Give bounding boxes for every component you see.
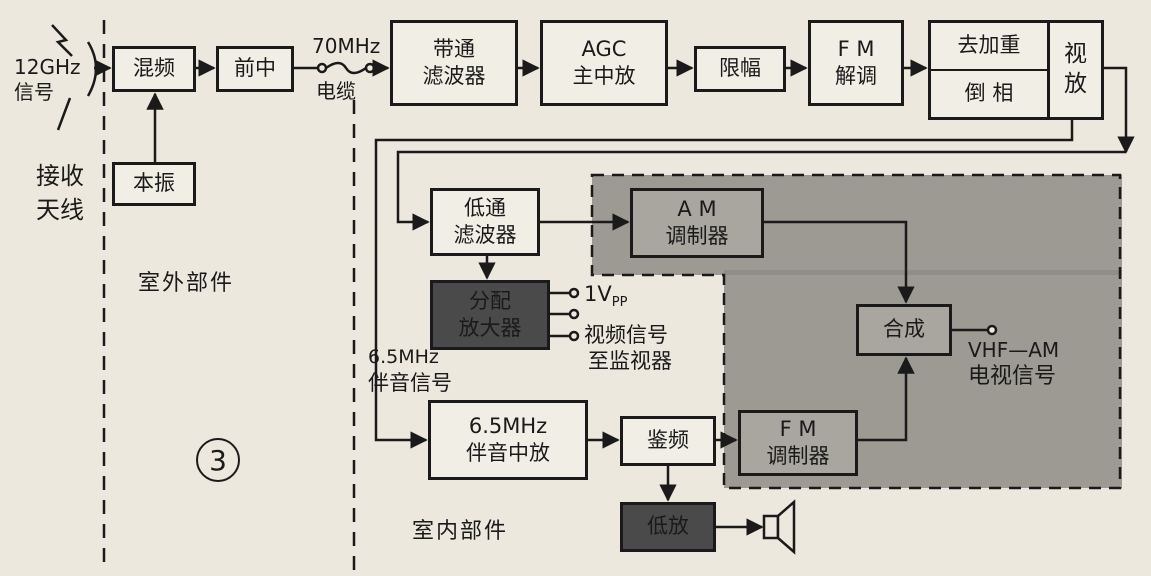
- modulator-dashed-border: [590, 173, 1122, 490]
- discrim-label: 鉴频: [647, 428, 689, 453]
- invert-label: 倒 相: [964, 81, 1014, 106]
- video-amp-block: 视 放: [1047, 20, 1104, 120]
- fm-modulator-block: F M 调制器: [738, 410, 858, 476]
- deemph-invert-block: 去加重 倒 相: [928, 20, 1050, 120]
- signal-freq: 12GHz: [14, 55, 81, 79]
- antenna-line1: 接收: [36, 162, 84, 190]
- audio-amp-block: 低放: [620, 502, 716, 552]
- mixer-label: 混频: [133, 56, 175, 81]
- fm-demod-block: F M 解调: [808, 20, 904, 106]
- speaker-icon: [762, 514, 780, 540]
- vpp-label: 1VPP: [584, 281, 627, 311]
- limiter-label: 限幅: [719, 56, 761, 81]
- vhf-out-label: VHF—AM 电视信号: [968, 338, 1059, 391]
- am-mod-line2: 调制器: [665, 224, 729, 248]
- fm-demod-line2: 解调: [835, 64, 877, 88]
- combiner-block: 合成: [856, 304, 952, 356]
- dist-amp-line1: 分配: [469, 288, 511, 313]
- dist-amp-line2: 放大器: [458, 316, 522, 340]
- invert-cell: 倒 相: [931, 71, 1047, 117]
- antenna-label: 接收 天线: [36, 160, 84, 227]
- lowpass-line1: 低通: [464, 195, 506, 220]
- signal-label: 12GHz 信号: [14, 55, 80, 105]
- video-amp-line2: 放: [1064, 71, 1087, 97]
- pre-if-label: 前中: [234, 56, 276, 81]
- antenna-lightning: [51, 24, 73, 57]
- audio-if-line1: 6.5MHz: [468, 413, 548, 438]
- cable-freq: 70MHz: [312, 34, 381, 58]
- video-out-label: 视频信号 至监视器: [584, 322, 672, 375]
- cable-word: 电缆: [316, 79, 356, 103]
- deemph-label: 去加重: [957, 33, 1021, 58]
- audio-signal-label: 6.5MHz 伴音信号: [368, 346, 452, 396]
- am-modulator-block: A M 调制器: [630, 188, 764, 258]
- video-amp-line1: 视: [1064, 41, 1087, 68]
- distribution-amp-block: 分配 放大器: [430, 280, 550, 350]
- fm-demod-line1: F M: [837, 36, 875, 61]
- agc-main-if-block: AGC 主中放: [540, 20, 668, 106]
- indoor-section-label: 室内部件: [412, 519, 509, 544]
- deemph-cell: 去加重: [931, 23, 1047, 71]
- video-out-line2: 至监视器: [588, 349, 672, 374]
- bandpass-line2: 滤波器: [422, 64, 486, 88]
- figure-number: 3: [196, 438, 240, 482]
- lowpass-filter-block: 低通 滤波器: [430, 188, 540, 256]
- audio-amp-label: 低放: [647, 514, 689, 539]
- vpp-sub: PP: [611, 295, 628, 311]
- audio-signal-word: 伴音信号: [368, 370, 452, 395]
- pre-if-block: 前中: [216, 46, 294, 92]
- agc-line2: 主中放: [572, 64, 636, 88]
- bandpass-line1: 带通: [433, 36, 475, 61]
- vpp-value: 1V: [584, 282, 612, 306]
- signal-word: 信号: [14, 80, 54, 104]
- outdoor-section-label: 室外部件: [138, 271, 235, 296]
- limiter-block: 限幅: [694, 46, 786, 92]
- fm-mod-line2: 调制器: [766, 444, 830, 468]
- antenna-line2: 天线: [36, 195, 84, 224]
- fm-mod-line1: F M: [779, 416, 817, 441]
- audio-signal-freq: 6.5MHz: [368, 346, 439, 368]
- am-mod-line1: A M: [677, 196, 717, 221]
- audio-if-block: 6.5MHz 伴音中放: [428, 400, 588, 480]
- audio-if-line2: 伴音中放: [466, 441, 550, 465]
- bandpass-filter-block: 带通 滤波器: [390, 20, 518, 106]
- agc-line1: AGC: [581, 36, 627, 61]
- cable-symbol: [325, 61, 367, 75]
- lowpass-line2: 滤波器: [453, 223, 517, 247]
- cable-label: 70MHz 电缆: [312, 34, 380, 104]
- discriminator-block: 鉴频: [620, 416, 716, 466]
- mixer-block: 混频: [112, 46, 196, 92]
- local-osc-label: 本振: [133, 171, 175, 196]
- vhf-out-line2: 电视信号: [968, 364, 1057, 389]
- video-out-line1: 视频信号: [584, 323, 668, 347]
- combiner-label: 合成: [883, 317, 925, 342]
- local-osc-block: 本振: [112, 162, 196, 206]
- vhf-out-line1: VHF—AM: [968, 338, 1060, 362]
